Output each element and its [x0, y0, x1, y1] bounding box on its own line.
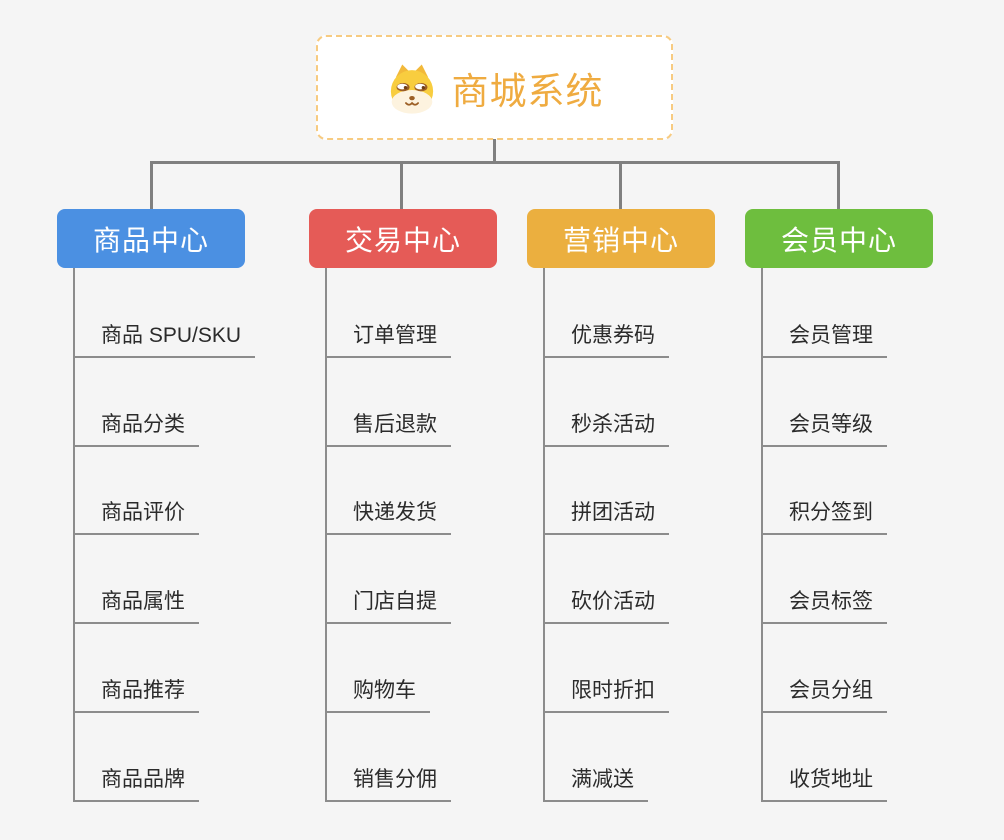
branch-trade-center: 交易中心 订单管理 售后退款 快递发货 门店自提 购物车 销售分佣 [309, 209, 559, 819]
branch-child-line [325, 268, 327, 802]
branch-product-center: 商品中心 商品 SPU/SKU 商品分类 商品评价 商品属性 商品推荐 商品品牌 [57, 209, 307, 819]
node-sales-commission[interactable]: 销售分佣 [325, 762, 451, 802]
branch-child-line [543, 268, 545, 802]
node-aftersale-refund[interactable]: 售后退款 [325, 407, 451, 447]
connector-stub-marketing [619, 161, 622, 209]
branch-node-product-center[interactable]: 商品中心 [57, 209, 245, 268]
branch-member-center: 会员中心 会员管理 会员等级 积分签到 会员标签 会员分组 收货地址 [745, 209, 995, 819]
node-member-tags[interactable]: 会员标签 [761, 584, 887, 624]
connector-stub-trade [400, 161, 403, 209]
root-title: 商城系统 [451, 70, 604, 112]
branch-node-trade-center[interactable]: 交易中心 [309, 209, 497, 268]
node-order-management[interactable]: 订单管理 [325, 318, 451, 358]
node-bargain-activity[interactable]: 砍价活动 [543, 584, 669, 624]
node-points-checkin[interactable]: 积分签到 [761, 495, 887, 535]
root-node-mall-system[interactable]: 商城系统 [316, 35, 673, 140]
branch-marketing-center: 营销中心 优惠券码 秒杀活动 拼团活动 砍价活动 限时折扣 满减送 [527, 209, 777, 819]
node-coupon-code[interactable]: 优惠券码 [543, 318, 669, 358]
branch-node-member-center[interactable]: 会员中心 [745, 209, 933, 268]
node-member-management[interactable]: 会员管理 [761, 318, 887, 358]
connector-stub-product [150, 161, 153, 209]
node-member-groups[interactable]: 会员分组 [761, 673, 887, 713]
node-product-spu-sku[interactable]: 商品 SPU/SKU [73, 318, 256, 358]
node-member-level[interactable]: 会员等级 [761, 407, 887, 447]
node-product-category[interactable]: 商品分类 [73, 407, 199, 447]
node-product-recommend[interactable]: 商品推荐 [73, 673, 199, 713]
node-group-buy[interactable]: 拼团活动 [543, 495, 669, 535]
node-express-shipping[interactable]: 快递发货 [325, 495, 451, 535]
node-product-review[interactable]: 商品评价 [73, 495, 199, 535]
branch-node-marketing-center[interactable]: 营销中心 [527, 209, 715, 268]
dog-face-icon [390, 63, 433, 114]
node-full-reduction[interactable]: 满减送 [543, 762, 648, 802]
node-shipping-address[interactable]: 收货地址 [761, 762, 887, 802]
branch-child-line [761, 268, 763, 802]
node-shopping-cart[interactable]: 购物车 [325, 673, 430, 713]
connector-horizontal [150, 161, 840, 164]
node-product-brand[interactable]: 商品品牌 [73, 762, 199, 802]
node-product-attribute[interactable]: 商品属性 [73, 584, 199, 624]
branch-child-line [73, 268, 75, 802]
connector-stub-member [837, 161, 840, 209]
node-store-pickup[interactable]: 门店自提 [325, 584, 451, 624]
node-flash-sale[interactable]: 秒杀活动 [543, 407, 669, 447]
connector-root-stub [493, 139, 496, 163]
node-limited-time-discount[interactable]: 限时折扣 [543, 673, 669, 713]
